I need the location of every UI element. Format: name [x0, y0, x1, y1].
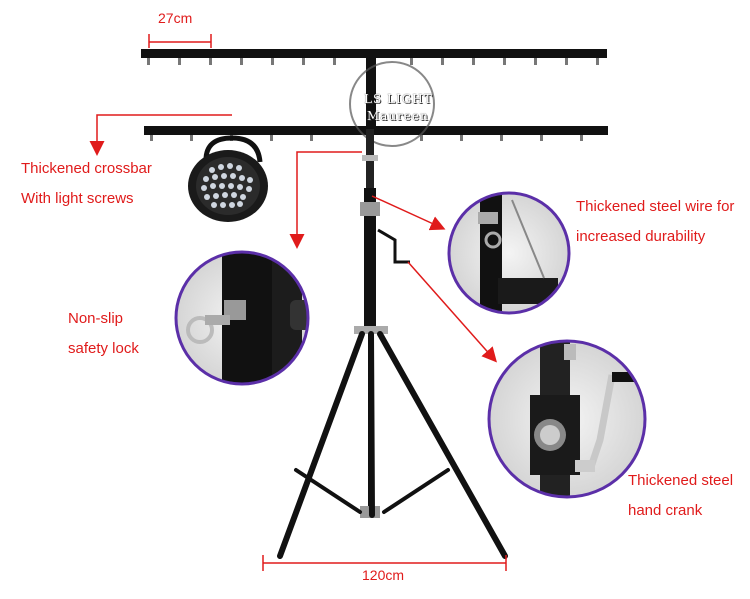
top-spacing-label: 27cm	[158, 10, 193, 26]
wire-callout-line2: increased durability	[576, 228, 706, 245]
lower-crossbar	[144, 126, 608, 141]
base-width-label: 120cm	[362, 567, 405, 583]
tripod-legs	[277, 331, 508, 559]
center-mast	[354, 129, 410, 518]
crank-callout-line2: hand crank	[628, 502, 703, 519]
crank-callout-line1: Thickened steel	[628, 472, 734, 489]
lock-callout-line1: Non-slip	[68, 310, 124, 327]
base-dimension-marker	[262, 555, 507, 571]
safety-lock-detail	[174, 250, 310, 386]
lock-callout-line2: safety lock	[68, 340, 139, 357]
hand-crank-detail	[487, 339, 647, 499]
watermark-badge	[349, 61, 435, 147]
crossbar-callout-line1: Thickened crossbar	[21, 160, 152, 177]
wire-callout-line1: Thickened steel wire for	[576, 198, 735, 215]
steel-wire-detail	[447, 191, 571, 315]
callout-arrows	[89, 114, 497, 363]
top-crossbar	[141, 49, 607, 129]
top-dimension-marker	[148, 34, 212, 48]
par-light-fixture	[188, 135, 268, 222]
watermark-line2: Maureen	[367, 109, 429, 123]
watermark-line1: LS LIGHT	[364, 92, 433, 106]
crossbar-callout-line2: With light screws	[21, 190, 134, 207]
